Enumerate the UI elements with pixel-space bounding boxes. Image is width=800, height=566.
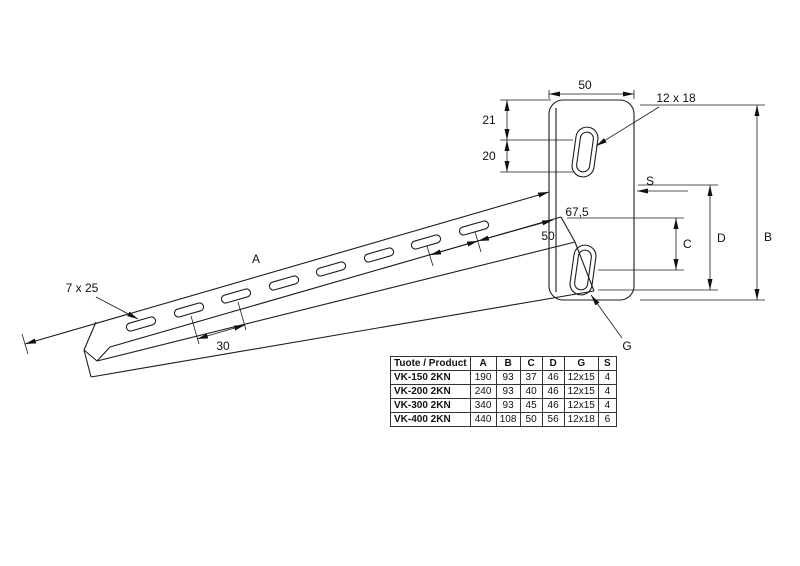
dim-30: 30 [190,301,247,353]
table-cell: 4 [597,370,617,385]
table-header-d: D [541,356,565,371]
table-row: VK-150 2KN 190 93 37 46 12x15 4 [390,370,617,385]
table-row: VK-400 2KN 440 108 50 56 12x18 6 [390,412,617,427]
table-header-s: S [597,356,617,371]
table-cell-product: VK-300 2KN [390,398,471,413]
dim-label-arm-slot: 7 x 25 [66,281,99,295]
table-cell: 50 [519,412,543,427]
table-cell-product: VK-400 2KN [390,412,471,427]
table-row: VK-300 2KN 340 93 45 46 12x15 4 [390,398,617,413]
table-header-g: G [563,356,599,371]
table-cell: 93 [495,398,521,413]
table-header-product: Tuote / Product [390,356,471,371]
table-cell: 6 [597,412,617,427]
dim-c: C [567,217,692,271]
table-header-c: C [519,356,543,371]
table-cell: 37 [519,370,543,385]
dim-label-20: 20 [482,149,496,163]
dim-label-plate-slot: 12 x 18 [656,91,696,105]
dim-label-c: C [683,237,692,251]
dim-label-s: S [646,174,654,188]
table-cell: 12x15 [563,398,599,413]
dim-label-67-5: 67,5 [565,205,589,219]
dim-label-g: G [622,339,631,353]
plate-slot-top [571,126,599,178]
table-cell: 46 [541,398,565,413]
table-cell-product: VK-200 2KN [390,384,471,399]
dim-d: D [598,184,726,291]
table-header-a: A [469,356,497,371]
table-cell-product: VK-150 2KN [390,370,471,385]
plate-slot-bottom [569,244,597,296]
table-cell: 56 [541,412,565,427]
callout-arm-slot: 7 x 25 [66,281,139,320]
dim-label-a: A [252,252,260,266]
product-dimension-table: Tuote / Product A B C D G S VK-150 2KN 1… [390,356,617,427]
table-cell: 46 [541,384,565,399]
callout-g: G [590,294,632,353]
callout-plate-slot: 12 x 18 [595,91,696,147]
table-cell: 12x15 [563,370,599,385]
dim-label-b: B [764,230,772,244]
table-cell: 12x15 [563,384,599,399]
bracket-arm [21,191,595,378]
dim-label-plate-width: 50 [578,78,592,92]
dim-label-50-pitch: 50 [541,229,555,243]
table-cell: 12x18 [563,412,599,427]
table-cell: 93 [495,370,521,385]
table-cell: 45 [519,398,543,413]
dim-b: B [640,104,772,301]
table-cell: 46 [541,370,565,385]
dim-plate-width: 50 [548,78,635,99]
dim-s: S [637,174,688,194]
table-cell: 108 [495,412,521,427]
table-cell: 4 [597,398,617,413]
dim-label-30: 30 [216,339,230,353]
table-header-row: Tuote / Product A B C D G S [390,356,617,371]
dim-67-5: 67,5 [474,205,589,253]
dim-label-21: 21 [482,113,496,127]
table-cell: 4 [597,384,617,399]
arm-slots [125,220,490,332]
table-cell: 340 [469,398,497,413]
table-cell: 93 [495,384,521,399]
dim-21-20: 21 20 [482,99,573,173]
table-cell: 440 [469,412,497,427]
table-row: VK-200 2KN 240 93 40 46 12x15 4 [390,384,617,399]
table-cell: 240 [469,384,497,399]
dim-50-pitch: 50 [426,229,555,267]
table-cell: 40 [519,384,543,399]
table-cell: 190 [469,370,497,385]
table-header-b: B [495,356,521,371]
dim-label-d: D [717,231,726,245]
